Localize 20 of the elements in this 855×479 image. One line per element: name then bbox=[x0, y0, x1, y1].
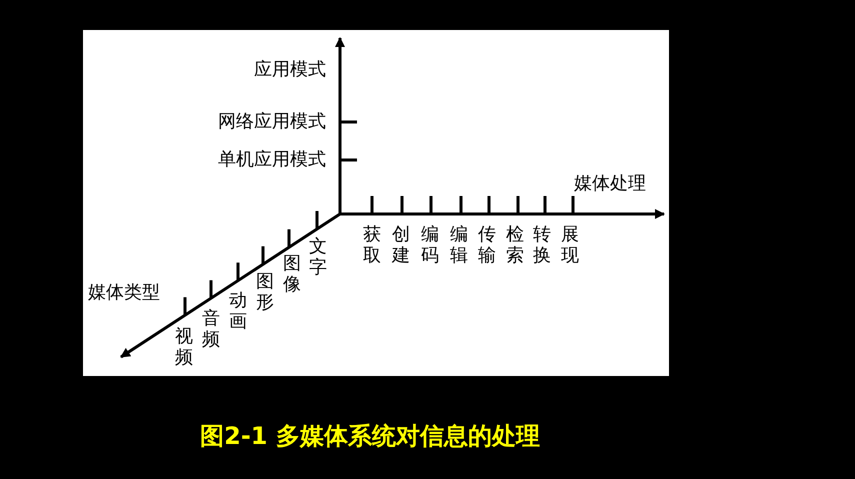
tick-label: 编辑 bbox=[450, 224, 468, 266]
tick-label: 图形 bbox=[256, 271, 274, 313]
tick-label: 视频 bbox=[174, 326, 194, 368]
tick-label: 展现 bbox=[560, 224, 580, 266]
axis-title: 应用模式 bbox=[254, 60, 326, 80]
tick-label: 单机应用模式 bbox=[218, 150, 326, 170]
tick-label: 转换 bbox=[532, 224, 552, 266]
tick-label: 网络应用模式 bbox=[218, 112, 326, 132]
tick-label: 编码 bbox=[420, 224, 440, 266]
tick-label: 音频 bbox=[202, 308, 220, 350]
tick-label: 动画 bbox=[228, 290, 248, 332]
tick-label: 获取 bbox=[362, 224, 382, 266]
tick-label: 图像 bbox=[282, 253, 302, 295]
tick-label: 创建 bbox=[392, 224, 410, 266]
tick-label: 传输 bbox=[478, 224, 496, 266]
tick-label: 文字 bbox=[308, 236, 328, 278]
axis-title: 媒体处理 bbox=[574, 174, 646, 194]
figure-caption: 图2-1 多媒体系统对信息的处理 bbox=[199, 421, 541, 452]
tick-label: 检索 bbox=[506, 224, 524, 266]
axis-title: 媒体类型 bbox=[88, 283, 160, 303]
